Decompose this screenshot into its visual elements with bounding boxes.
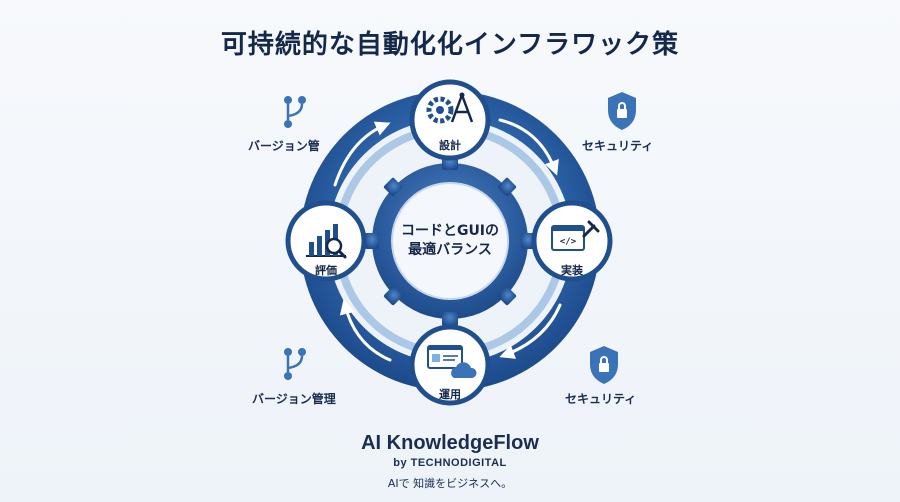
side-label-bottom-right: セキュリティ xyxy=(565,392,637,406)
brand-byline: by TECHNODIGITAL xyxy=(393,457,507,469)
flow-arrows xyxy=(333,118,562,362)
center-line-1: コードとGUIの xyxy=(400,223,500,239)
center-label: コードとGUIの 最適バランス xyxy=(380,222,520,260)
brand-name: AI KnowledgeFlow xyxy=(361,432,539,454)
arrow-top-right xyxy=(498,118,559,176)
center-gear xyxy=(365,156,535,326)
arrow-bottom-left xyxy=(339,299,392,362)
code-hammer-icon: </> xyxy=(551,220,600,251)
gear-compass-icon xyxy=(426,92,474,124)
svg-text:</>: </> xyxy=(560,237,577,247)
shield-lock-icon xyxy=(608,92,636,130)
page-title: 可持続的な自動化化インフラワック策 xyxy=(220,30,680,60)
node-label-right: 実装 xyxy=(561,264,583,277)
branch-icon xyxy=(284,96,306,128)
node-label-top: 設計 xyxy=(439,139,461,152)
shield-lock-icon xyxy=(590,346,618,384)
center-line-2: 最適バランス xyxy=(408,242,492,258)
brand-tagline: AIで 知識をビジネスへ。 xyxy=(387,477,513,490)
side-label-top-left: バージョン管 xyxy=(248,139,320,153)
branch-icon xyxy=(284,348,306,380)
cloud-dashboard-icon xyxy=(427,345,477,378)
chart-magnifier-icon xyxy=(306,224,347,259)
side-label-bottom-left: バージョン管理 xyxy=(252,392,336,406)
side-label-top-right: セキュリティ xyxy=(582,139,654,153)
arrow-top-left xyxy=(333,121,391,187)
arrow-bottom-right xyxy=(499,303,562,359)
node-label-left: 評価 xyxy=(315,264,337,277)
node-label-bottom: 運用 xyxy=(439,388,461,401)
